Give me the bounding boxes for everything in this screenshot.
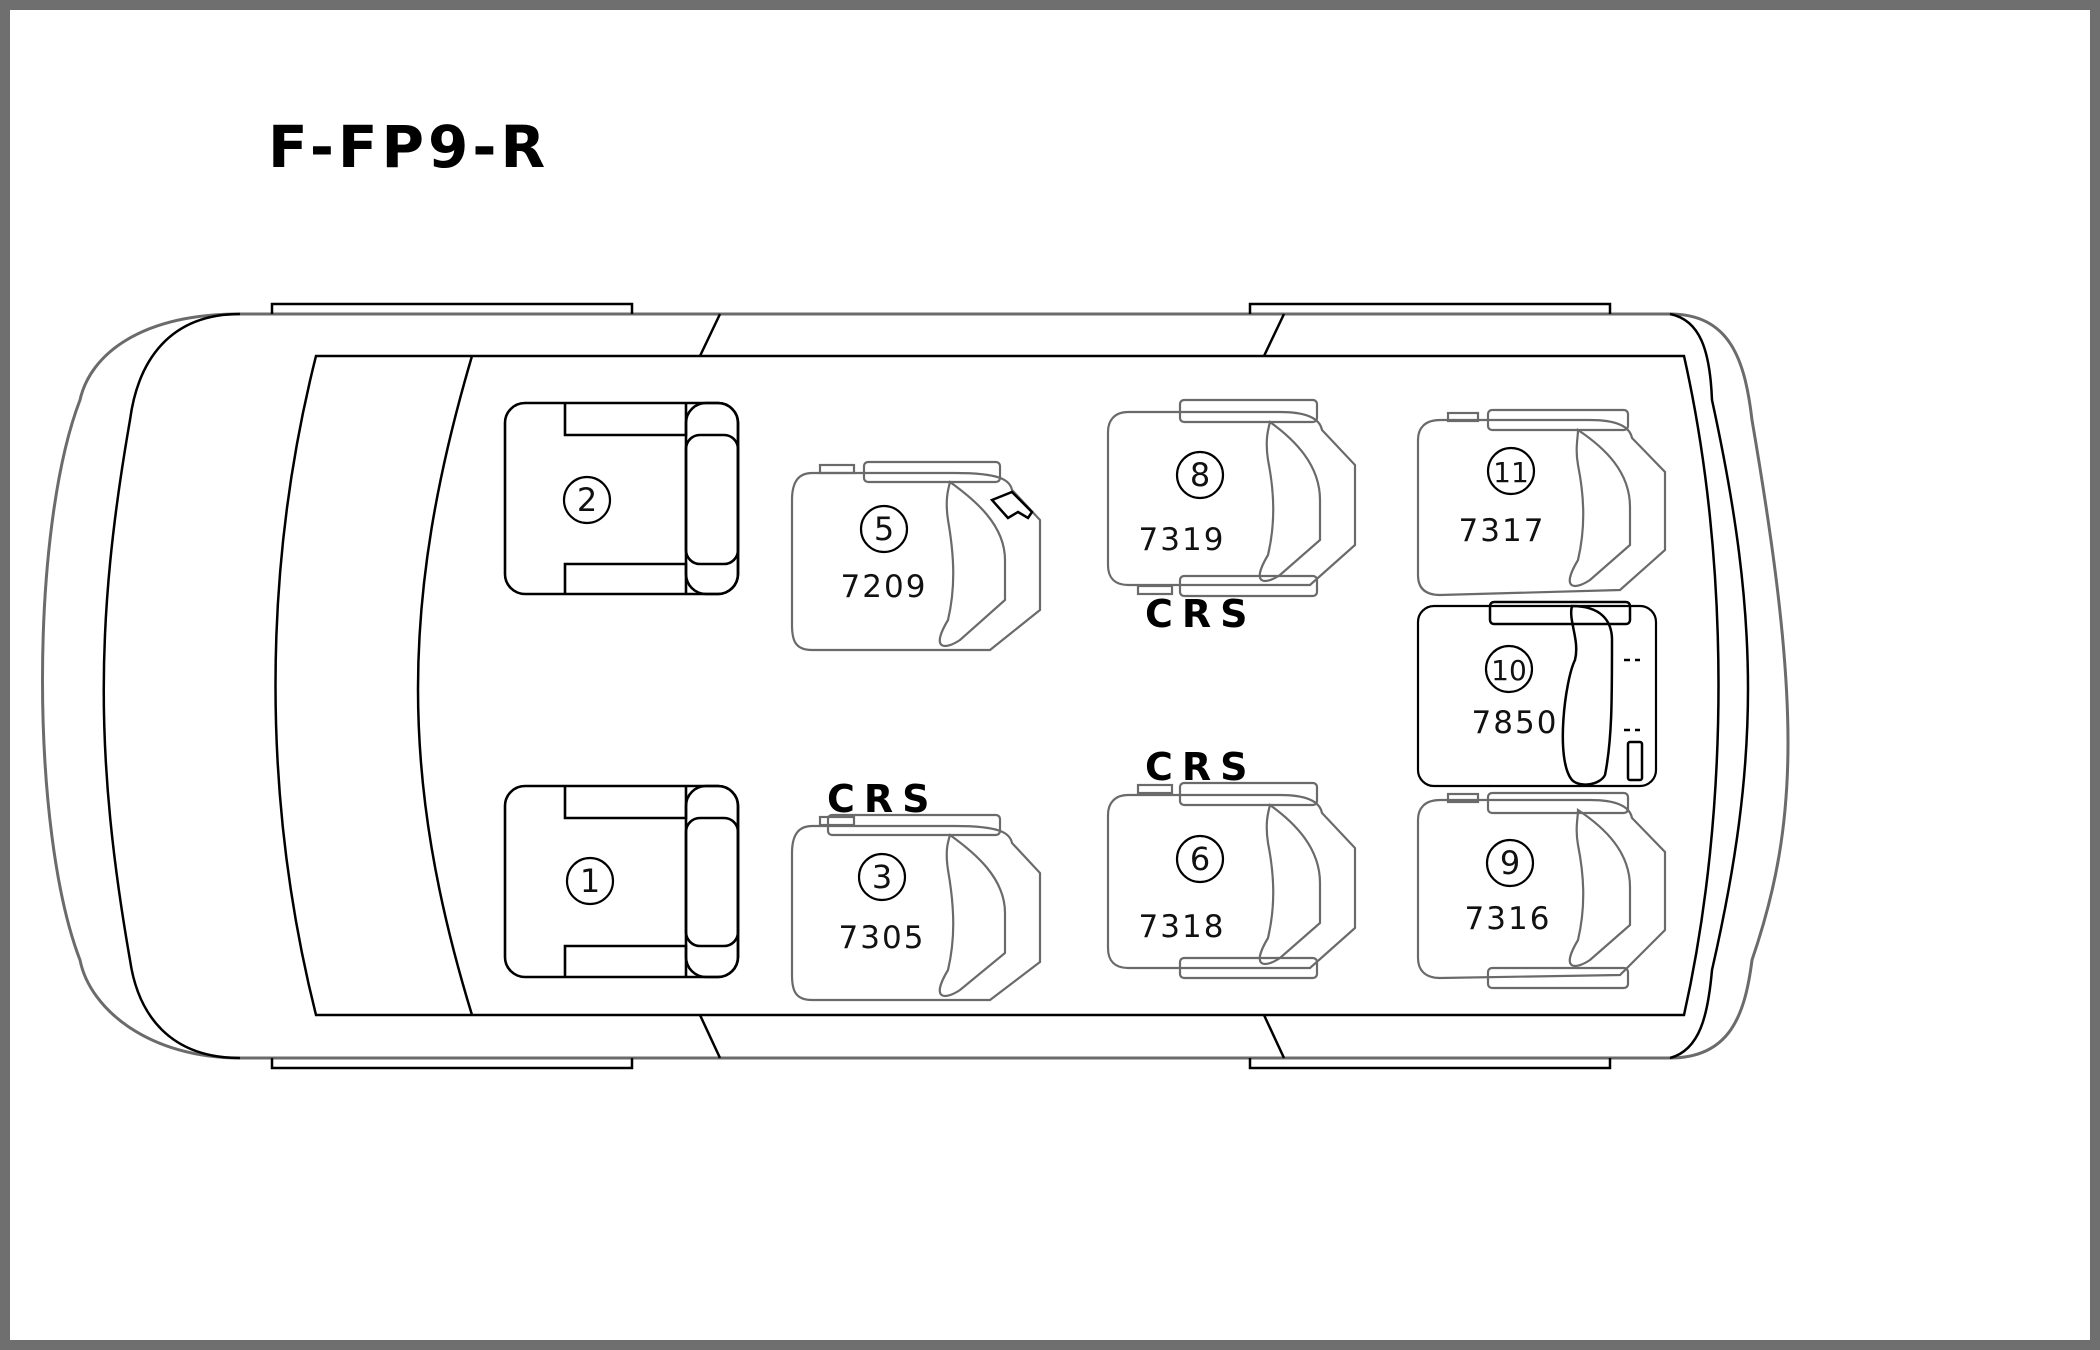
crs-label-seat-3: CRS [827, 777, 939, 821]
seat-10-number: 10 [1491, 654, 1527, 687]
pillar-a-top [698, 313, 722, 357]
rear-door-bottom [1248, 1058, 1612, 1070]
seat-1[interactable] [503, 784, 740, 979]
crs-label-seat-6: CRS [1145, 745, 1257, 789]
seat-9-number: 9 [1500, 844, 1520, 882]
seat-9-badge: 9 [1485, 838, 1535, 888]
seat-10[interactable] [1416, 600, 1658, 788]
seat-2-badge: 2 [562, 475, 612, 525]
pillar-a-bottom [698, 1014, 722, 1059]
seat-3-code: 7305 [839, 920, 926, 956]
seat-9[interactable] [1416, 791, 1667, 990]
seat-5[interactable] [790, 460, 1042, 652]
seat-9-code: 7316 [1465, 901, 1552, 937]
vehicle-body [41, 302, 1790, 1070]
seat-11[interactable] [1416, 408, 1667, 597]
seat-6-badge: 6 [1175, 834, 1225, 884]
seat-6[interactable] [1106, 781, 1357, 980]
seat-6-code: 7318 [1139, 909, 1226, 945]
seat-3-badge: 3 [857, 852, 907, 902]
crs-label-seat-8: CRS [1145, 592, 1257, 636]
front-door-top [270, 302, 634, 314]
seat-5-badge: 5 [859, 504, 909, 554]
seat-8-code: 7319 [1139, 522, 1226, 558]
dashboard-line [416, 355, 474, 1016]
seat-11-number: 11 [1493, 456, 1529, 489]
seat-8[interactable] [1106, 398, 1357, 598]
pillar-b-bottom [1262, 1014, 1286, 1059]
cabin-floor [274, 354, 1720, 1017]
seat-10-code: 7850 [1472, 705, 1559, 741]
seat-5-code: 7209 [841, 569, 928, 605]
pillar-b-top [1262, 313, 1286, 357]
seat-3[interactable] [790, 813, 1042, 1002]
front-door-bottom [270, 1058, 634, 1070]
seat-2-number: 2 [577, 481, 597, 519]
layout-title: F-FP9-R [268, 113, 550, 181]
seat-8-badge: 8 [1175, 450, 1225, 500]
seat-1-number: 1 [580, 862, 600, 900]
seat-1-badge: 1 [565, 856, 615, 906]
seat-6-number: 6 [1190, 840, 1210, 878]
seat-11-code: 7317 [1459, 513, 1546, 549]
seat-11-badge: 11 [1486, 446, 1536, 496]
seat-3-number: 3 [872, 858, 892, 896]
seat-5-number: 5 [874, 510, 894, 548]
inner-shell [102, 312, 1750, 1060]
rear-door-top [1248, 302, 1612, 314]
seat-2[interactable] [503, 401, 740, 596]
seat-10-badge: 10 [1484, 644, 1534, 694]
seat-8-number: 8 [1190, 456, 1210, 494]
